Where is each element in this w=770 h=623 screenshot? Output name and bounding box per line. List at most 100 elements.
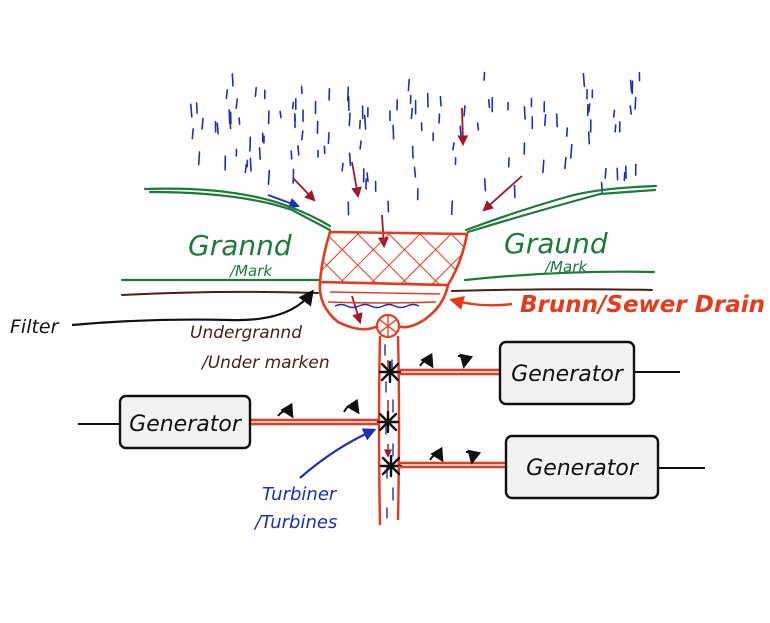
turbines [376,360,403,478]
rain-drop [612,109,616,118]
underground-layer [121,288,653,296]
rain-drop [564,156,567,170]
rain-drop [191,128,194,140]
rain-drop [634,96,637,110]
rain-drop [452,142,455,151]
rain-drop [542,159,545,174]
rain-drop [407,78,411,92]
rain-drop [410,107,414,120]
rain-drop [587,131,591,145]
rain-drop [413,166,417,178]
generator-label: Generator [526,456,640,481]
mark-label-right: /Mark [543,258,588,276]
rain-drop [195,102,198,114]
ground-surface [120,184,658,282]
rain-drop [297,145,300,156]
rotation-icon [419,352,434,369]
rain-drop [565,127,569,137]
rain-drop [614,124,617,133]
rain-arrow [457,107,469,147]
generator-left: Generator [78,394,252,450]
rain-drop [483,178,487,192]
rain-drop [439,95,442,107]
rain-drop [267,169,271,185]
rain-drop [197,151,201,166]
rotation-icon [429,446,444,463]
underground-label-translation: /Under marken [200,353,330,373]
generator-bottom-right: Generator [504,434,705,500]
rain-drop [225,89,229,100]
rain-drop [392,124,395,140]
rain-drop [487,99,491,109]
turbine-icon [378,360,402,384]
rain-drop [463,105,466,117]
rain-drop [555,113,559,128]
drain-bowl [318,230,469,331]
rain-drop [279,110,282,119]
rain-drop [341,162,344,172]
rotation-icon [457,353,474,369]
rain-drop [254,86,258,98]
rain-drop [523,106,526,120]
rain-drop [543,114,547,127]
turbine-icon [376,410,400,434]
rain-drop [228,116,232,130]
rain-drop [604,167,607,179]
drain-pipe [377,335,401,526]
rain-drop [366,172,369,183]
rain-drop [569,143,573,159]
rain-drop [582,72,586,88]
rain-arrow [292,177,316,202]
filter-pointer [71,289,314,327]
rain-drop [476,122,480,131]
rain-drop [238,117,241,125]
rotation-icon [465,449,482,465]
mark-label-left: /Mark [228,262,273,280]
rotation-icon [277,402,294,419]
rain-drop [629,105,633,115]
rain-drop [438,113,441,124]
rain-drop [459,125,462,138]
rain-drop [587,103,591,113]
ground-label-left: Grannd [188,229,292,262]
rain-drop [450,200,454,216]
rain-drop [258,147,262,160]
rain-drop [300,130,304,141]
rain-arrow-blue [267,194,301,209]
rotation-icon [343,398,360,415]
rain-drop [358,119,362,130]
turbine-icon [379,454,403,478]
drain-label: Brunn/Sewer Drain [520,292,765,318]
rain-drop [363,114,367,130]
rain-arrow [351,295,363,325]
rain-drop [359,140,362,150]
generator-top-right: Generator [498,340,680,406]
drain-pointer [449,296,513,310]
rain-drop [600,181,604,195]
generator-shafts [250,368,506,469]
rain-drop [291,101,295,110]
rain-drop [235,98,238,109]
rotation-arrows [277,352,482,465]
rain-arrow [351,161,362,199]
rain-drop [244,163,248,174]
rain-drop [231,73,234,87]
rain-drop [346,86,350,102]
generator-label: Generator [511,362,625,387]
rain-drop [290,150,293,160]
rain-drop [249,157,252,172]
turbines-label: Turbiner [262,484,338,505]
rain-drop [348,152,352,167]
turbines-label-translation: /Turbines [253,512,337,533]
filter-label: Filter [10,316,60,338]
rain-drop [629,79,633,93]
rain-drop [216,122,219,135]
rain-drops [190,71,641,216]
rain-drop [348,112,351,127]
rain-arrow [482,175,523,212]
rain-drop [190,103,193,118]
turbines-pointer [299,428,377,479]
filter-element [375,313,401,339]
rain-drop [201,117,204,130]
